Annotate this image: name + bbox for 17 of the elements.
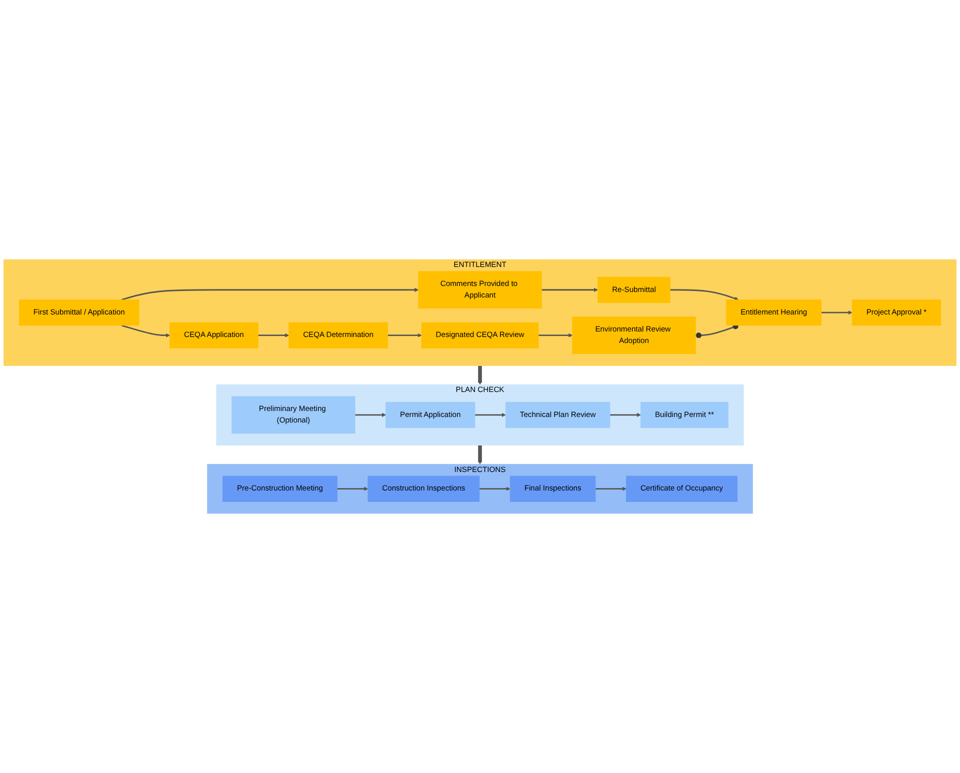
arrow xyxy=(258,333,290,338)
arrow xyxy=(478,365,482,385)
arrow xyxy=(337,486,368,491)
arrow xyxy=(388,333,422,338)
arrow xyxy=(474,412,506,417)
arrow xyxy=(121,288,419,300)
arrow xyxy=(821,310,852,315)
arrow xyxy=(355,412,386,417)
arrow xyxy=(121,324,170,338)
arrow xyxy=(538,333,573,338)
arrow xyxy=(479,486,510,491)
arrow xyxy=(670,289,739,300)
arrow xyxy=(542,288,598,292)
arrow xyxy=(478,444,482,464)
connector xyxy=(696,324,739,338)
arrow xyxy=(610,412,641,417)
arrow xyxy=(595,486,626,491)
